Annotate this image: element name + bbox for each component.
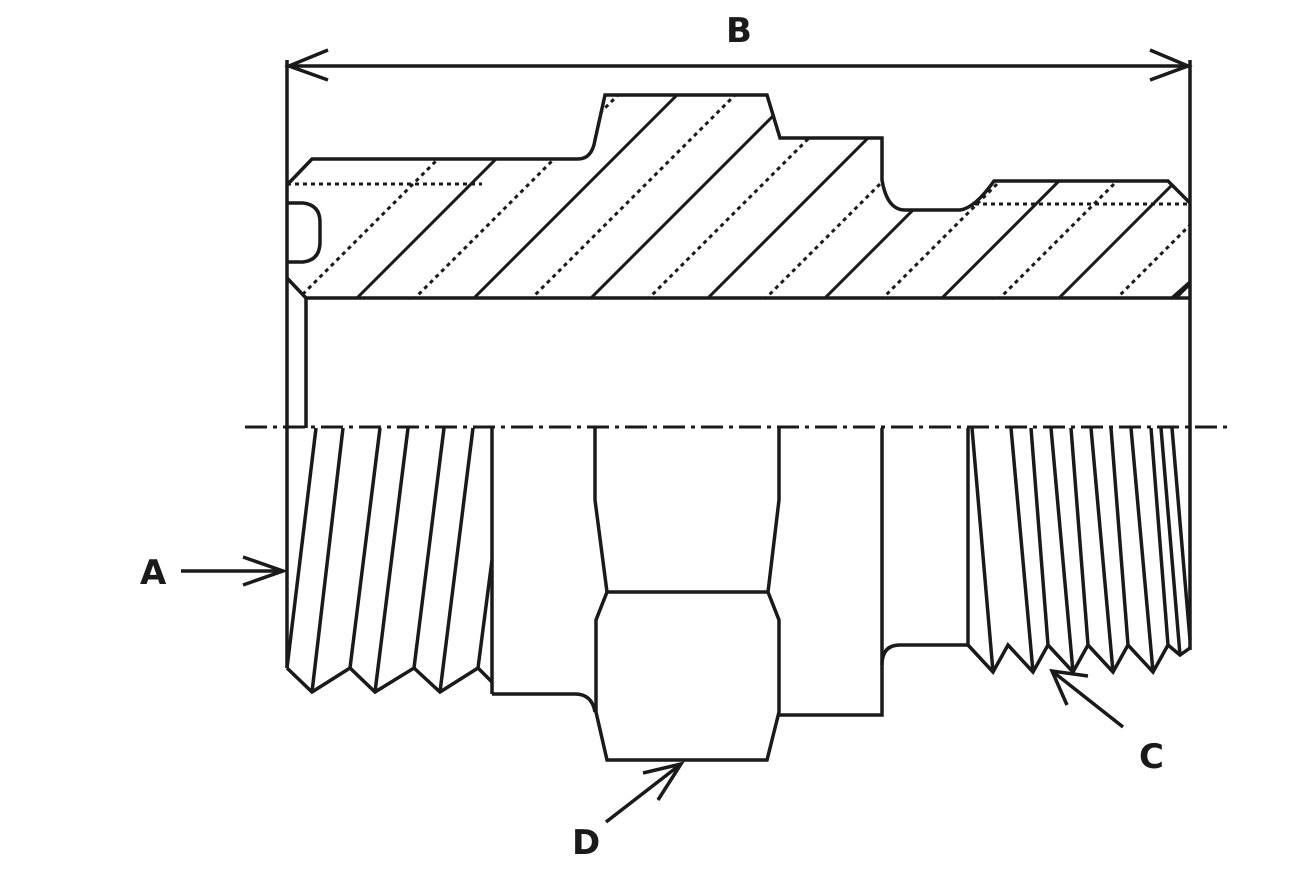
right-thread-crest-profile: [966, 642, 1192, 675]
section-hatching: [295, 95, 1190, 298]
o-ring-groove: [287, 201, 322, 264]
inner-chamfer: [285, 276, 308, 300]
neck: [492, 692, 597, 713]
label-b: B: [726, 11, 752, 51]
hex-outline: [593, 428, 781, 762]
dimension-b: [284, 48, 1193, 668]
leader-c: [1049, 668, 1125, 729]
left-thread: [285, 427, 494, 695]
section-outline: [285, 93, 1192, 212]
right-thread: [966, 427, 1192, 675]
leader-a: [181, 555, 289, 587]
hex-body: [593, 428, 781, 762]
label-d: D: [572, 823, 601, 863]
leader-d: [604, 761, 685, 824]
left-thread-crest-profile: [285, 665, 494, 695]
shoulder: [779, 428, 884, 717]
external-view: [285, 427, 1192, 762]
label-c: C: [1139, 737, 1164, 777]
right-face-chamfer: [1170, 280, 1192, 300]
dimension-b-right-arrow: [1149, 48, 1193, 82]
dimension-b-left-arrow: [284, 48, 329, 82]
relief-groove: [880, 428, 970, 666]
label-a: A: [140, 553, 167, 593]
section-view: [285, 93, 1192, 428]
